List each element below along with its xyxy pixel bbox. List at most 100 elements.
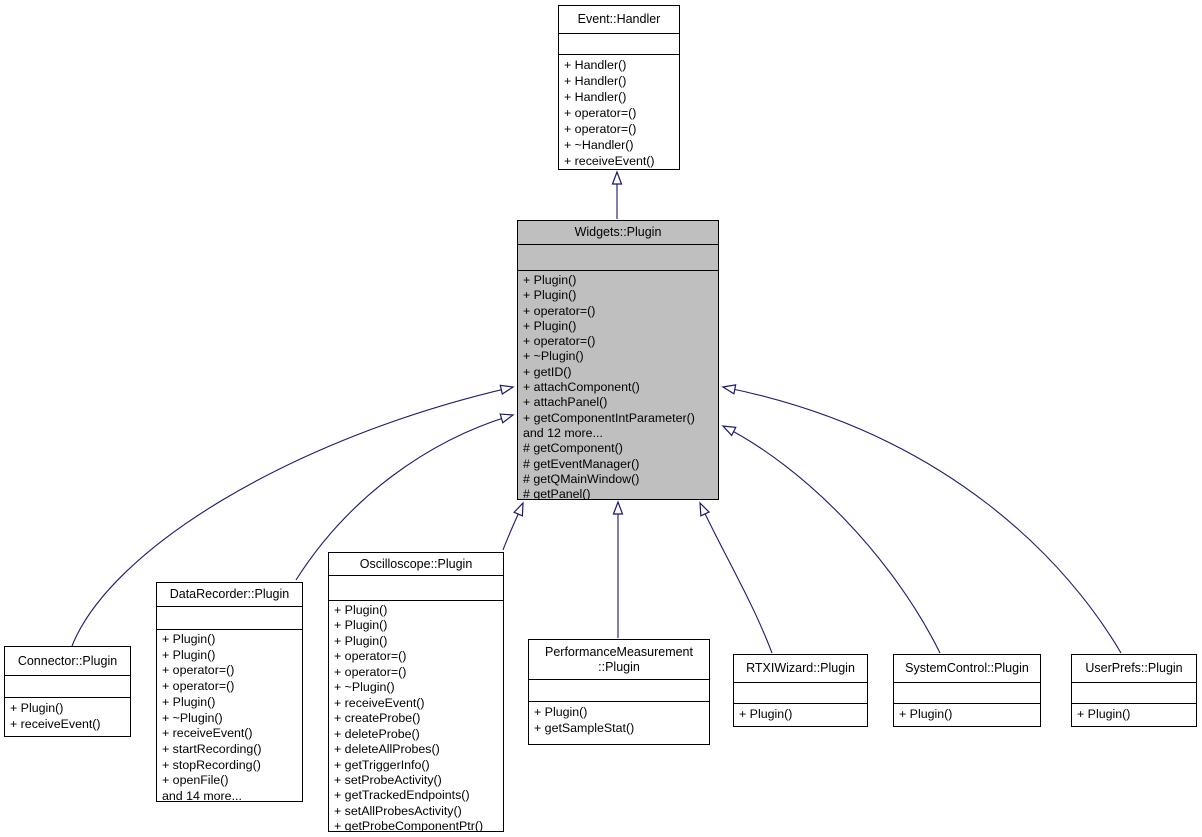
class-title-line: Event::Handler [577,12,661,26]
class-node-rtxiwizard-plugin[interactable]: RTXIWizard::Plugin + Plugin() [733,654,868,727]
class-title-line: ::Plugin [598,659,640,674]
member-label: + startRecording() [162,741,262,756]
member-label: # getQMainWindow() [523,471,640,486]
class-title: UserPrefs::Plugin [1072,655,1196,682]
member-label: # getEventManager() [523,456,640,471]
class-node-datarecorder-plugin[interactable]: DataRecorder::Plugin + Plugin()+ Plugin(… [156,582,303,802]
member-label: # getComponent() [523,441,623,456]
class-title-line: Oscilloscope::Plugin [359,556,473,571]
member-label: + operator=() [334,649,407,664]
class-attributes-empty [157,606,302,629]
member-label: + getSampleStat() [534,721,635,735]
class-attributes-empty [894,682,1040,703]
member-label: + Plugin() [1077,707,1131,721]
member-label: + openFile() [162,773,229,788]
member-label: + ~Handler() [564,138,634,152]
member-label: + operator=() [162,663,235,678]
member-label: + Plugin() [162,632,216,646]
member-label: + operator=() [334,664,407,679]
member-label: + operator=() [523,303,596,318]
member-label: and 14 more... [162,789,242,801]
class-title: Oscilloscope::Plugin [329,553,503,575]
arrow-oscilloscope-to-widgets [502,503,523,551]
member-label: + getID() [523,364,572,379]
class-node-performance-measurement-plugin[interactable]: PerformanceMeasurement::Plugin + Plugin(… [528,639,710,745]
class-title: RTXIWizard::Plugin [734,655,867,682]
member-label: + Plugin() [899,707,953,721]
class-node-widgets-plugin[interactable]: Widgets::Plugin + Plugin()+ Plugin()+ op… [517,220,719,500]
class-title-line: SystemControl::Plugin [905,661,1029,675]
class-title: Connector::Plugin [5,647,130,675]
class-title: SystemControl::Plugin [894,655,1040,682]
member-label: + deleteProbe() [334,726,420,741]
class-members: + Plugin()+ Plugin()+ Plugin()+ operator… [329,600,503,831]
class-node-connector-plugin[interactable]: Connector::Plugin + Plugin()+ receiveEve… [4,646,131,737]
member-label: + receiveEvent() [334,695,425,710]
member-label: + stopRecording() [162,757,261,772]
class-members: + Handler() + Handler() + Handler() + opera… [559,54,679,169]
class-attributes-empty [329,575,503,600]
class-title-line: UserPrefs::Plugin [1085,661,1183,675]
member-label: + getTriggerInfo() [334,757,430,772]
member-label: + Plugin() [334,633,388,648]
member-label: + Plugin() [523,273,577,287]
class-title: PerformanceMeasurement::Plugin [529,640,709,679]
member-label: + operator=() [564,122,637,136]
member-label: + ~Plugin() [334,680,395,695]
member-label: + receiveEvent() [10,717,101,731]
member-label: + receiveEvent() [162,726,253,741]
class-title: Event::Handler [559,6,679,33]
member-label: + Handler() [564,74,627,88]
class-members: + Plugin() [734,703,867,726]
member-label: + ~Plugin() [523,349,584,364]
member-label: + Plugin() [534,705,588,719]
member-label: + getProbeComponentPtr() [334,819,484,831]
member-label: + attachComponent() [523,380,640,395]
class-title-line: DataRecorder::Plugin [169,587,290,601]
class-node-systemcontrol-plugin[interactable]: SystemControl::Plugin + Plugin() [893,654,1041,727]
member-label: + Handler() [564,58,627,72]
class-members: + Plugin() + getSampleStat() [529,701,709,744]
class-title: DataRecorder::Plugin [157,583,302,606]
member-label: + createProbe() [334,711,421,726]
member-label: + operator=() [564,106,637,120]
member-label: + Handler() [564,90,627,104]
member-label: + setAllProbesActivity() [334,803,462,818]
class-attributes-empty [1072,682,1196,703]
member-label: + operator=() [523,334,596,349]
class-members: + Plugin() [894,703,1040,726]
class-members: + Plugin()+ Plugin()+ operator=()+ opera… [157,629,302,801]
member-label: + Plugin() [334,618,388,633]
class-node-event-handler[interactable]: Event::Handler + Handler()+ Handler()+ H… [558,5,680,170]
member-label: + Plugin() [523,288,577,303]
class-node-oscilloscope-plugin[interactable]: Oscilloscope::Plugin + Plugin()+ Plugin(… [328,552,504,832]
class-title: Widgets::Plugin [518,221,718,244]
member-label: and 12 more... [523,425,603,440]
class-members: + Plugin() + receiveEvent() [5,697,130,736]
arrow-rtxiwizard-to-widgets [700,503,773,654]
class-members: + Plugin() [1072,703,1196,726]
member-label: + deleteAllProbes() [334,742,440,757]
member-label: + ~Plugin() [162,710,223,725]
class-title-line: RTXIWizard::Plugin [746,661,855,675]
member-label: + getTrackedEndpoints() [334,788,470,803]
class-node-userprefs-plugin[interactable]: UserPrefs::Plugin + Plugin() [1071,654,1197,727]
member-label: + Plugin() [739,707,793,721]
member-label: + operator=() [162,679,235,694]
member-label: # getPanel() [523,487,591,499]
class-title-line: PerformanceMeasurement [545,644,693,659]
class-members: + Plugin()+ Plugin()+ operator=()+ Plugi… [518,270,718,499]
member-label: + Plugin() [10,701,64,715]
class-title-line: Connector::Plugin [17,653,118,668]
member-label: + attachPanel() [523,395,608,410]
arrow-systemcontrol-to-widgets [723,426,941,654]
class-attributes-empty [734,682,867,703]
arrow-userprefs-to-widgets [723,387,1122,654]
class-attributes-empty [529,679,709,701]
member-label: + Plugin() [162,694,216,709]
member-label: + Plugin() [162,647,216,662]
member-label: + Plugin() [523,318,577,333]
class-attributes-empty [5,675,130,697]
class-title-line: Widgets::Plugin [574,225,662,239]
